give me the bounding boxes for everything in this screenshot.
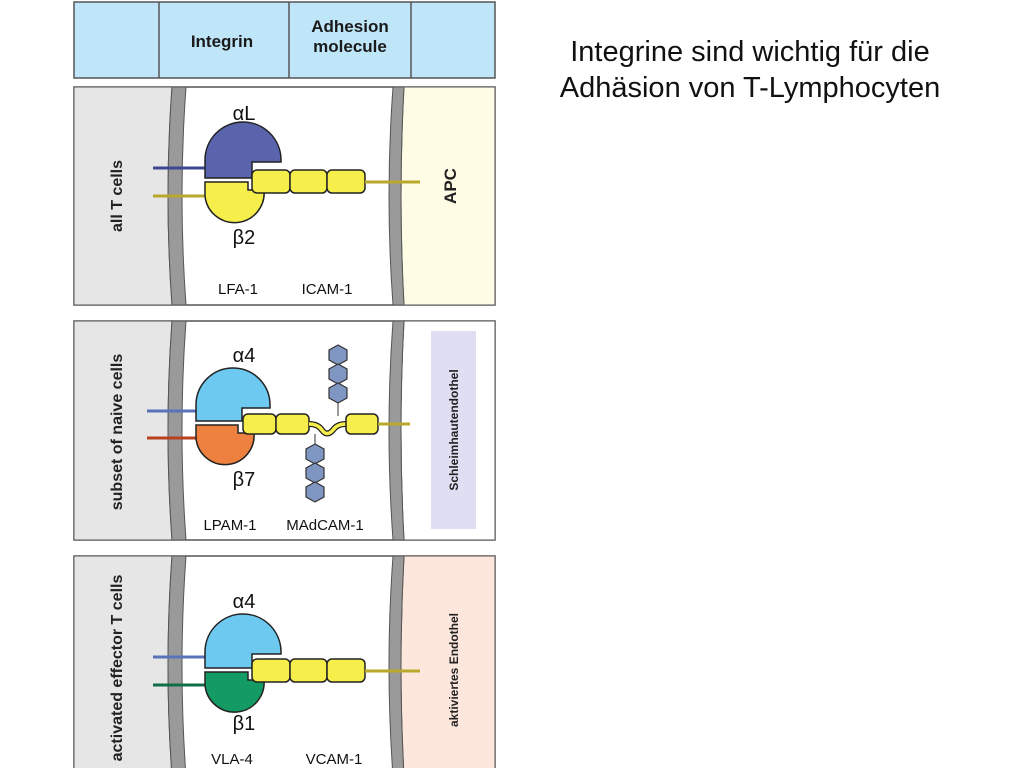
panel-lpam1: subset of naive cells Schleimhautendothe… — [73, 320, 496, 541]
header-adhesion-line-2: molecule — [313, 37, 387, 56]
glycan-chain-lower — [305, 434, 325, 503]
slide-title-line-2: Adhäsion von T-Lymphocyten — [559, 72, 941, 104]
ligand-name: VCAM-1 — [306, 751, 363, 768]
ligand-domains — [242, 413, 410, 437]
header-integrin: Integrin — [191, 32, 253, 51]
target-cell-membrane — [388, 555, 405, 768]
slide-title: Integrine sind wichtig für die Adhäsion … — [500, 34, 1000, 106]
alpha-subunit — [204, 613, 282, 669]
ligand-name: MAdCAM-1 — [286, 517, 364, 534]
target-label-background — [431, 331, 476, 529]
t-cell-membrane — [167, 320, 187, 541]
alpha-subunit — [204, 121, 282, 179]
alpha-label: α4 — [233, 591, 256, 613]
target-label: aktiviertes Endothel — [447, 613, 461, 727]
target-cell-membrane — [388, 320, 405, 541]
integrin-name: LFA-1 — [218, 281, 258, 298]
ligand-domains — [251, 658, 420, 683]
integrin-name: LPAM-1 — [203, 517, 256, 534]
header-row: Integrin Adhesion molecule — [73, 1, 496, 79]
target-label: APC — [441, 168, 460, 204]
beta-label: β1 — [233, 713, 256, 735]
glycan-chain-upper — [328, 344, 348, 416]
target-label: Schleimhautendothel — [447, 369, 461, 490]
cell-label: subset of naive cells — [109, 354, 126, 511]
beta-label: β7 — [233, 469, 256, 491]
header-background — [73, 1, 496, 79]
alpha-label: αL — [233, 103, 256, 125]
cell-label: all T cells — [109, 160, 126, 232]
slide-title-line-1: Integrine sind wichtig für die — [570, 36, 930, 68]
cell-label: activated effector T cells — [109, 575, 126, 762]
target-cell-membrane — [388, 86, 405, 306]
header-adhesion-line-1: Adhesion — [311, 17, 388, 36]
panel-vla4: activated effector T cells aktiviertes E… — [73, 555, 496, 768]
t-cell-membrane — [167, 555, 187, 768]
beta-subunit — [195, 424, 255, 466]
beta-label: β2 — [233, 227, 256, 249]
ligand-domains — [251, 169, 420, 194]
alpha-label: α4 — [233, 345, 256, 367]
alpha-subunit — [195, 367, 271, 422]
integrin-name: VLA-4 — [211, 751, 253, 768]
ligand-name: ICAM-1 — [302, 281, 353, 298]
panel-lfa1: all T cells APC αL β2 LFA-1 ICAM-1 — [73, 86, 496, 306]
